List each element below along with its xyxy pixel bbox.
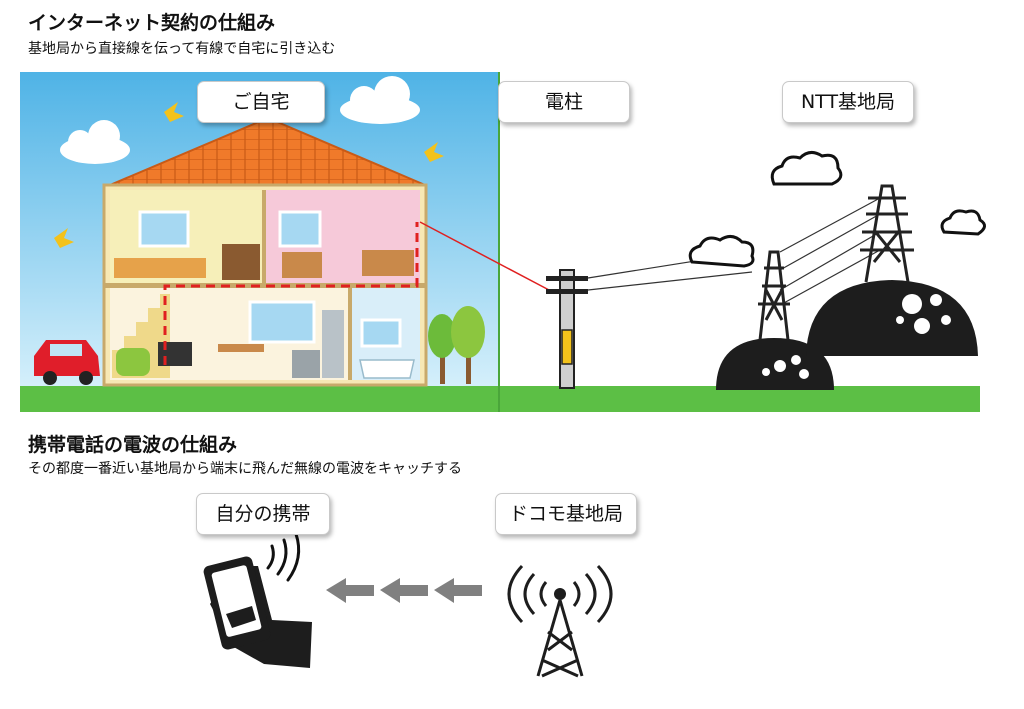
label-docomo-station: ドコモ基地局 [495,493,637,535]
signal-waves-icon [266,532,301,582]
internet-section-subtitle: 基地局から直接線を伝って有線で自宅に引き込む [28,41,336,57]
ground-field [498,386,980,412]
indoor-wiring [163,222,419,365]
label-home: ご自宅 [197,81,325,123]
radio-tower-icon [507,564,613,678]
bird-icon [54,228,74,248]
mobile-section-title: 携帯電話の電波の仕組み [28,434,238,456]
hill-large [806,280,978,356]
label-my-phone: 自分の携帯 [196,493,330,535]
arrow-left-icon [380,578,428,603]
arrow-left-icon [326,578,374,603]
car-icon [34,340,100,385]
bird-icon [424,142,444,162]
transmission-tower-icon [758,250,790,341]
drop-wire [419,221,550,291]
mobile-section-subtitle: その都度一番近い基地局から端末に飛んだ無線の電波をキャッチする [28,461,462,477]
label-pole: 電柱 [498,81,630,123]
transmission-tower-icon [860,184,914,283]
label-ntt-station: NTT基地局 [782,81,914,123]
ground-home [20,386,498,412]
cloud-icon [770,151,843,186]
cloud-icon [688,235,755,268]
utility-pole-icon [546,269,588,389]
cloud-icon [60,120,130,164]
arrow-left-icon [434,578,482,603]
cloud-icon [340,76,420,124]
smartphone-hand-icon [203,556,312,668]
tree-icon [428,306,485,384]
cloud-icon [940,209,986,236]
bird-icon [164,102,184,122]
internet-section-title: インターネット契約の仕組み [28,12,276,34]
